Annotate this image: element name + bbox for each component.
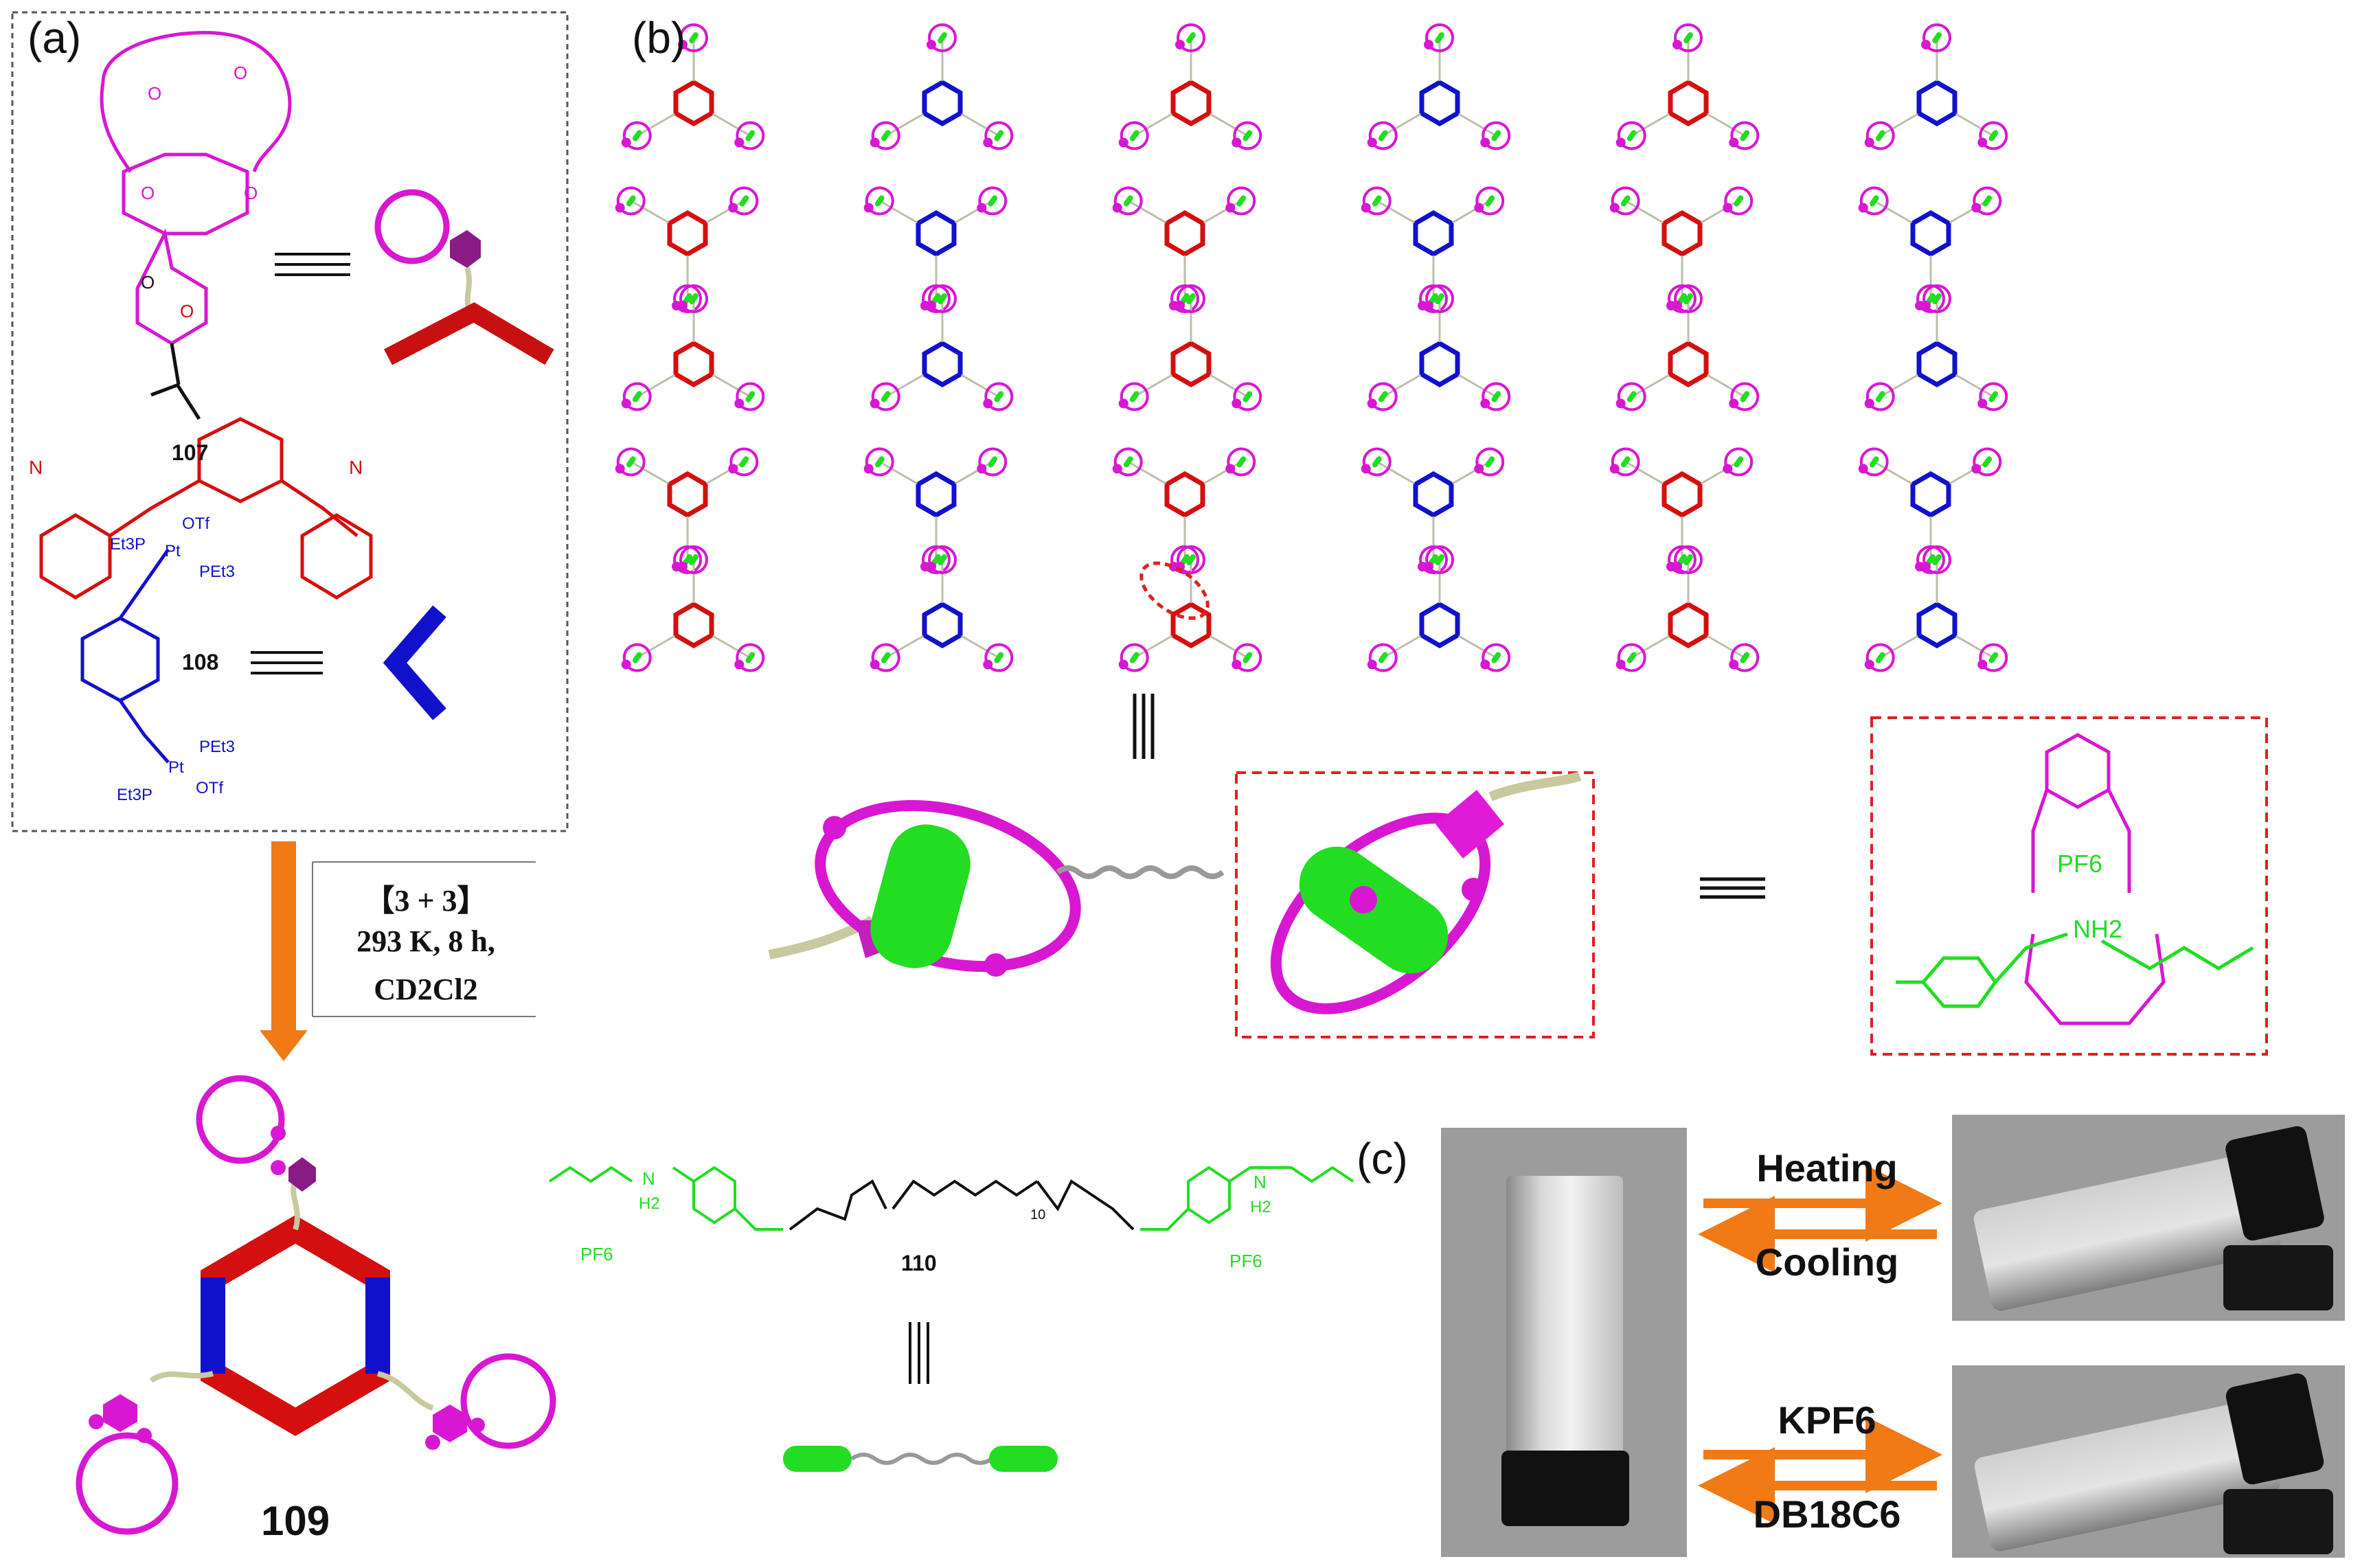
zoom-pseudorotaxane	[768, 771, 1595, 1038]
network-node	[615, 447, 759, 574]
cartoon-107	[374, 189, 554, 365]
network-node	[1615, 23, 1760, 150]
network-node	[615, 186, 759, 313]
atom-o-4: O	[244, 183, 258, 203]
equiv-108	[251, 651, 323, 674]
network-node	[1118, 23, 1262, 150]
stimulus-heating: Heating	[1756, 1146, 1898, 1190]
atom-pet3-top: PEt3	[199, 563, 235, 581]
highlight-ellipse	[1139, 561, 1210, 620]
network-node	[1864, 284, 2008, 411]
stimulus-kpf6: KPF6	[1778, 1398, 1876, 1442]
label-108: 108	[182, 650, 218, 674]
cartoon-110	[783, 1446, 1058, 1472]
reaction-condition-2: 293 K, 8 h,	[356, 924, 495, 958]
stimulus-db18c6: DB18C6	[1753, 1492, 1901, 1536]
network-node	[870, 284, 1014, 411]
atom-otf-top: OTf	[182, 514, 209, 533]
reaction-arrow-shaft	[271, 841, 296, 1034]
label-110-h2-left: H2	[639, 1194, 660, 1213]
atom-pt-bottom: Pt	[168, 758, 184, 777]
photo-solution-kpf6	[1952, 1365, 2345, 1558]
equiv-zoom	[1700, 877, 1765, 899]
cartoon-109	[76, 1075, 556, 1535]
network-node	[1615, 545, 1760, 672]
network-node	[1858, 447, 2002, 574]
label-110-sub10: 10	[1030, 1207, 1045, 1223]
atom-pt-top: Pt	[165, 542, 181, 560]
stimulus-arrows	[1698, 1165, 1942, 1524]
cartoon-108	[383, 605, 446, 720]
network-node	[1367, 284, 1511, 411]
network-node	[1112, 447, 1256, 574]
network-node	[1118, 545, 1262, 672]
structure-108	[80, 548, 170, 764]
atom-o-2: O	[234, 63, 247, 83]
atom-n-left: N	[29, 457, 43, 478]
network-node	[1118, 284, 1262, 411]
network-node	[870, 545, 1014, 672]
atom-o-ester: O	[180, 301, 194, 321]
network-node	[863, 186, 1008, 313]
atom-et3p-top: Et3P	[110, 535, 146, 554]
structure-110	[548, 1166, 1354, 1231]
network-node	[621, 545, 765, 672]
reaction-conditions-box	[312, 861, 536, 1017]
equiv-110	[909, 1322, 929, 1384]
network-node	[1609, 447, 1754, 574]
network-node	[1858, 186, 2002, 313]
atom-o-3: O	[141, 183, 155, 203]
label-110-n-left: N	[642, 1168, 655, 1189]
reaction-condition-3: CD2Cl2	[374, 973, 478, 1006]
equiv-107	[275, 253, 350, 276]
label-109: 109	[261, 1498, 330, 1544]
network-node	[863, 447, 1008, 574]
label-110-pf6-left: PF6	[580, 1244, 613, 1264]
detail-pf6: PF6	[2057, 850, 2102, 878]
label-110-n-right: N	[1253, 1172, 1267, 1192]
stimulus-cooling: Cooling	[1755, 1240, 1899, 1284]
atom-otf-bottom: OTf	[196, 779, 223, 797]
network-node	[621, 284, 765, 411]
atom-n-right: N	[349, 457, 363, 478]
label-110: 110	[901, 1251, 937, 1275]
panel-label-c: (c)	[1357, 1134, 1408, 1183]
reaction-arrow-head	[260, 1030, 308, 1061]
network-node	[1615, 284, 1760, 411]
network-node	[1864, 23, 2008, 150]
label-110-h2-right: H2	[1250, 1198, 1271, 1216]
reaction-condition-1: 【3 + 3】	[364, 884, 488, 918]
detail-nh2: NH2	[2073, 915, 2122, 943]
supramolecular-network	[615, 23, 2008, 672]
network-node	[621, 23, 765, 150]
panel-label-a: (a)	[27, 13, 82, 63]
network-node	[1361, 186, 1505, 313]
photo-gel	[1441, 1128, 1687, 1557]
network-node	[1367, 23, 1511, 150]
panel-label-b: (b)	[632, 13, 686, 63]
network-node	[1361, 447, 1505, 574]
panel-a-box	[11, 11, 569, 832]
detail-structure	[1870, 716, 2268, 1056]
atom-et3p-bottom: Et3P	[117, 786, 152, 804]
network-node	[870, 23, 1014, 150]
atom-o-carbonyl: O	[141, 272, 155, 293]
network-node	[1864, 545, 2008, 672]
network-node	[1367, 545, 1511, 672]
network-node	[1609, 186, 1754, 313]
photo-solution-heating	[1952, 1115, 2345, 1321]
equiv-network	[1133, 694, 1155, 759]
structure-107	[39, 31, 373, 600]
atom-pet3-bottom: PEt3	[199, 738, 235, 756]
label-107: 107	[172, 440, 208, 465]
atom-o-1: O	[148, 83, 161, 104]
network-node	[1112, 186, 1256, 313]
label-110-pf6-right: PF6	[1229, 1251, 1262, 1271]
